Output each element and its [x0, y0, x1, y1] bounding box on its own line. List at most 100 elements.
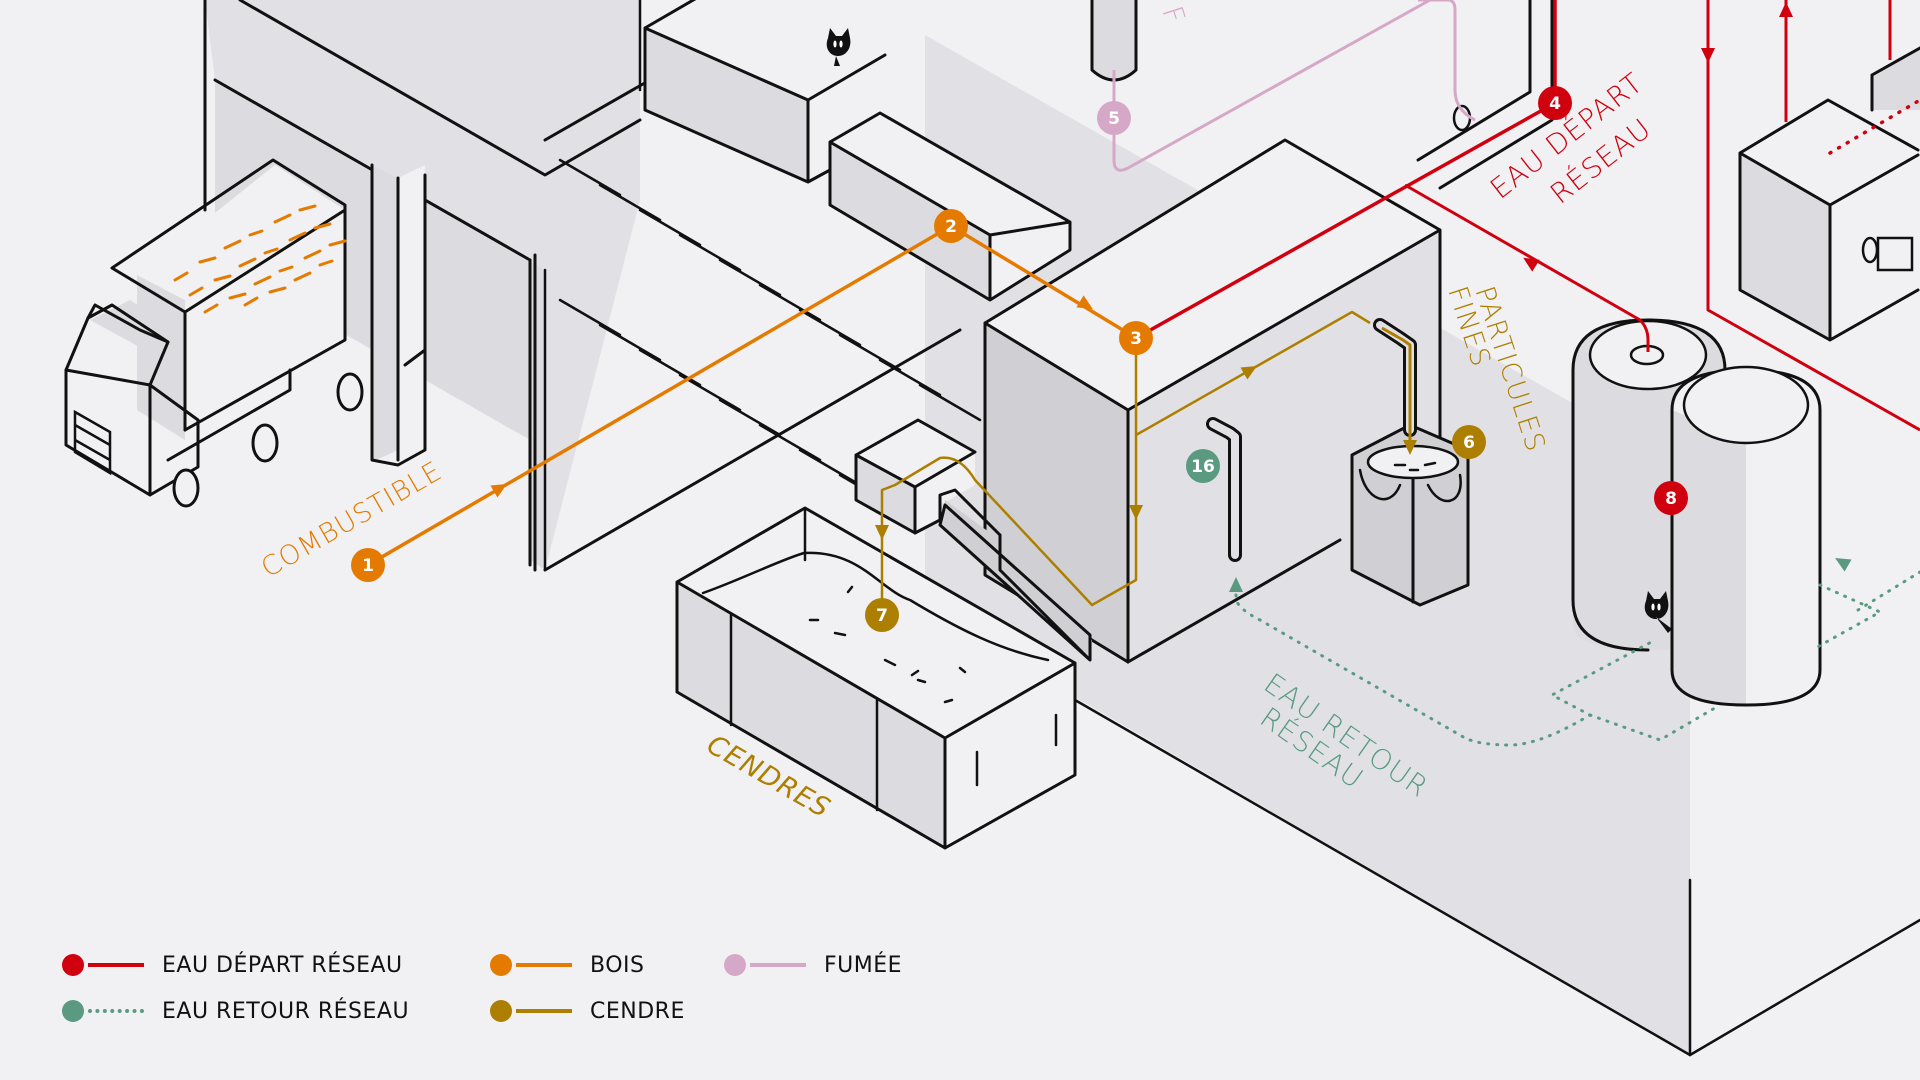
marker-number: 6 [1463, 433, 1475, 453]
gate-posts [370, 163, 537, 572]
flow-fumee-branch [1418, 0, 1476, 122]
marker-circle [1097, 101, 1131, 135]
flow-cendre-bag [1381, 326, 1412, 440]
marker-circle [1654, 481, 1688, 515]
step-marker-16: 16 [1186, 449, 1220, 483]
wood-chip [248, 229, 264, 237]
wood-chip [293, 271, 312, 282]
wood-chip [238, 257, 257, 268]
flow-arrow-icon [1779, 2, 1793, 17]
legend-line-icon [516, 963, 572, 967]
marker-number: 8 [1665, 489, 1677, 509]
wood-chip [198, 256, 217, 264]
marker-number: 5 [1108, 109, 1120, 129]
ash-chute [854, 418, 1092, 662]
conveyor-slat [558, 298, 622, 337]
conveyor-slat [918, 383, 982, 422]
marker-circle [351, 548, 385, 582]
wood-chip [188, 286, 204, 297]
legend-label: CENDRE [590, 998, 685, 1024]
marker-number: 4 [1549, 94, 1561, 114]
wood-chip [203, 303, 219, 314]
cat-silhouette-icon [826, 28, 851, 66]
wood-chip [303, 249, 322, 260]
conveyor-slat [718, 258, 782, 297]
wood-chip [213, 274, 232, 282]
wood-chip [253, 275, 272, 286]
legend-label: BOIS [590, 952, 645, 978]
marker-circle [1452, 425, 1486, 459]
step-marker-7: 7 [865, 598, 899, 632]
marker-number: 16 [1191, 457, 1215, 477]
cat-silhouette-icon [1644, 591, 1672, 633]
legend-line-icon [88, 963, 144, 967]
flow-arrow-icon [1129, 505, 1143, 520]
legend-item-cendre: CENDRE [490, 996, 685, 1026]
step-marker-4: 4 [1538, 86, 1572, 120]
wood-chip [243, 296, 259, 307]
flow-arrow-icon [875, 525, 889, 540]
marker-number: 7 [876, 606, 888, 626]
conveyor-slat [798, 448, 862, 487]
flow-fumee [1112, 0, 1431, 172]
chimney [1090, 0, 1138, 82]
flow-cendre-main [880, 338, 1138, 607]
conveyor-slat [878, 358, 942, 397]
step-markers: 1 2 3 4 5 6 7 8 16 [351, 86, 1688, 632]
legend-label: FUMÉE [824, 952, 903, 978]
legend-item-fumee: FUMÉE [724, 950, 902, 980]
delivery-truck [64, 158, 364, 508]
wood-chip [278, 265, 294, 273]
wood-chip [318, 259, 334, 267]
conveyor-slat [678, 233, 742, 272]
legend-line-icon [750, 963, 806, 967]
wood-chip [228, 292, 247, 300]
label-fumee-partial: F [1155, 2, 1192, 28]
wood-chip [223, 239, 242, 250]
legend-line-icon [516, 1009, 572, 1013]
step-marker-1: 1 [351, 548, 385, 582]
conveyor-slat [678, 373, 742, 412]
marker-number: 2 [945, 217, 957, 237]
flow-eau-depart-dotted [1828, 98, 1920, 155]
step-marker-8: 8 [1654, 481, 1688, 515]
conveyor-slat [598, 183, 662, 222]
legend-dot-icon [62, 954, 84, 976]
conveyor-slat [758, 423, 822, 462]
flow-arrow-icon [1523, 257, 1540, 272]
conveyor-slat [838, 333, 902, 372]
conveyor-slat [758, 283, 822, 322]
legend-dot-icon [62, 1000, 84, 1022]
flow-arrow-icon [1076, 295, 1093, 310]
flow-cendre-branch [1135, 310, 1371, 437]
marker-circle [1119, 321, 1153, 355]
conveyor-slat [598, 323, 662, 362]
conveyor-slat [798, 308, 862, 347]
step-marker-5: 5 [1097, 101, 1131, 135]
legend-dot-icon [490, 1000, 512, 1022]
conveyor-hoppers [638, 0, 1072, 302]
flow-arrow-icon [1701, 48, 1715, 63]
step-marker-3: 3 [1119, 321, 1153, 355]
wood-chip [263, 247, 279, 255]
marker-circle [1186, 449, 1220, 483]
marker-number: 3 [1130, 329, 1142, 349]
flow-arrows [490, 2, 1852, 592]
wood-chip [273, 213, 292, 224]
marker-number: 1 [362, 556, 374, 576]
step-marker-2: 2 [934, 209, 968, 243]
marker-circle [1538, 86, 1572, 120]
legend-item-bois: BOIS [490, 950, 644, 980]
wood-chip [288, 231, 307, 242]
wood-chip [268, 286, 287, 294]
flow-arrow-icon [1403, 440, 1417, 455]
flow-arrow-icon [1229, 577, 1243, 592]
wood-chip [173, 271, 189, 282]
legend-item-eau-depart: EAU DÉPART RÉSEAU [62, 950, 403, 980]
flow-eau-depart-loop [1706, 0, 1920, 432]
legend-dot-icon [724, 954, 746, 976]
marker-circle [934, 209, 968, 243]
flow-eau-depart-return [1404, 183, 1650, 352]
